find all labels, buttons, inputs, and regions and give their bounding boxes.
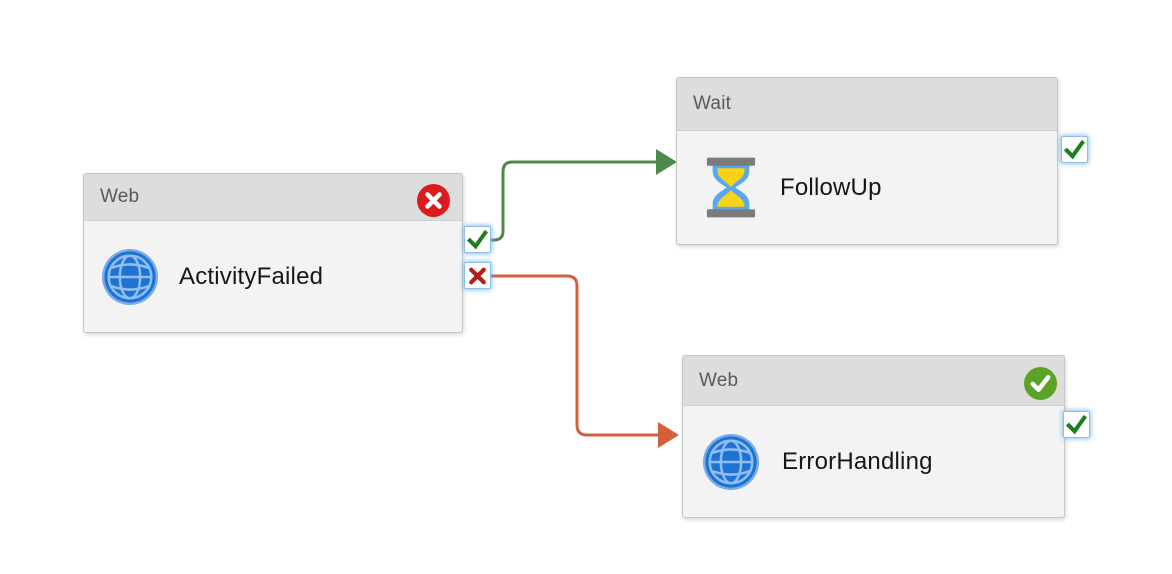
port-success-output-followup[interactable]	[1061, 136, 1088, 163]
edge-on-failure-arrowhead	[658, 422, 679, 448]
x-icon	[469, 267, 486, 285]
port-failure-output-activityfailed[interactable]	[464, 262, 491, 289]
check-icon	[466, 229, 489, 250]
node-header: Web	[683, 356, 1064, 406]
activity-node-activityfailed[interactable]: Web	[83, 173, 463, 333]
activity-type-label: Wait	[693, 93, 732, 114]
edge-on-success-arrowhead	[656, 149, 677, 175]
node-body: FollowUp	[677, 131, 1057, 244]
activity-type-label: Web	[100, 186, 140, 207]
web-globe-icon	[702, 433, 760, 491]
wait-hourglass-icon	[704, 156, 758, 219]
node-header: Web	[84, 174, 462, 221]
activity-node-followup[interactable]: Wait FollowUp	[676, 77, 1058, 245]
edge-on-failure[interactable]	[490, 274, 679, 448]
edge-on-success-line[interactable]	[491, 160, 656, 242]
port-success-output-errorhandling[interactable]	[1063, 411, 1090, 438]
status-failed-badge	[417, 184, 450, 217]
web-globe-icon	[101, 248, 159, 306]
edge-on-failure-line[interactable]	[490, 274, 658, 437]
edge-on-success[interactable]	[491, 149, 677, 242]
check-icon	[1063, 139, 1086, 160]
node-header: Wait	[677, 78, 1057, 131]
check-icon	[1065, 414, 1088, 435]
port-success-output-activityfailed[interactable]	[464, 226, 491, 253]
activity-name: FollowUp	[780, 173, 882, 201]
activity-node-errorhandling[interactable]: Web	[682, 355, 1065, 518]
activity-name: ErrorHandling	[782, 447, 933, 475]
status-succeeded-badge	[1024, 367, 1057, 400]
node-body: ErrorHandling	[683, 406, 1064, 517]
activity-type-label: Web	[699, 369, 739, 391]
node-body: ActivityFailed	[84, 221, 462, 332]
activity-name: ActivityFailed	[179, 262, 324, 290]
